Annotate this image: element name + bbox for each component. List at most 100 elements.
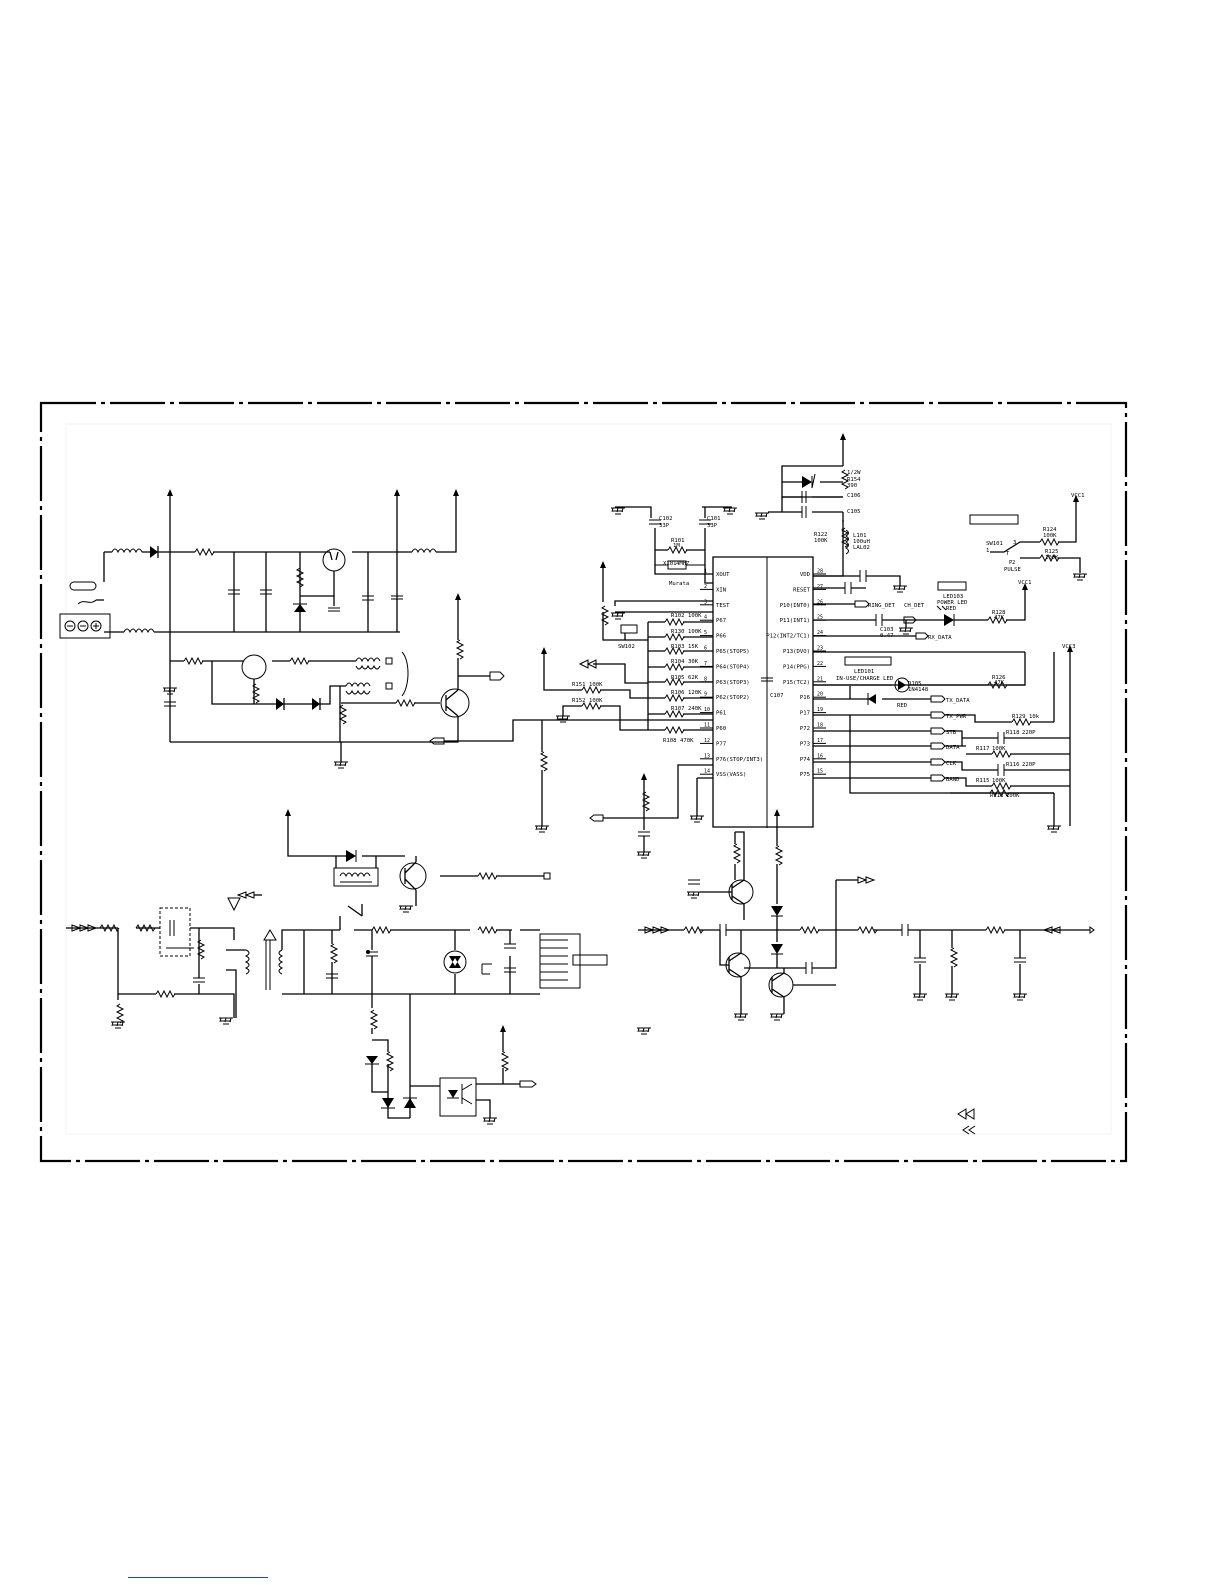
r128-label: R128	[992, 610, 1006, 616]
l101-label: L101	[853, 533, 866, 539]
c107-label: C107	[770, 693, 783, 699]
ic-pin-number: 16	[817, 753, 823, 759]
r125-value: 100K	[1045, 555, 1059, 561]
net-clk: CLK	[946, 761, 957, 767]
ic-pin-name: P15(TC2)	[783, 680, 810, 686]
r154-rating: 1/2W	[847, 470, 861, 476]
ic-pin-number: 27	[817, 584, 823, 590]
ic-pin-name: VSS(VASS)	[716, 772, 746, 778]
microcontroller-ic	[712, 556, 814, 828]
sw101-pulse: PULSE	[1004, 567, 1021, 573]
r104-label: R104	[671, 659, 685, 665]
ic-pin-number: 2	[704, 584, 707, 590]
sw101-p: P	[1009, 560, 1013, 566]
ic-pin-name: P72	[800, 726, 810, 732]
r151-value: 100K	[589, 682, 603, 688]
ic-pin-name: P73	[800, 741, 810, 747]
r106-label: R106	[671, 690, 684, 696]
vcc1-label-b: VCC1	[1018, 580, 1031, 586]
c105-label: C105	[847, 509, 860, 515]
ic-pin-number: 10	[704, 707, 710, 713]
r130-label: R130	[671, 629, 684, 635]
page-footer-link[interactable]	[128, 1577, 268, 1578]
r128-value: 47K	[994, 615, 1005, 621]
ic-pin-name: P10(INT0)	[780, 603, 810, 609]
r124-value: 100K	[1043, 533, 1057, 539]
ic-pin-name: P12(INT2/TC1)	[766, 634, 810, 640]
line-interface-section	[66, 891, 608, 1125]
r154-value: 390	[847, 483, 857, 489]
ic-pin-name: P61	[716, 711, 726, 717]
frame-border	[39, 401, 1128, 1163]
power-supply-section	[59, 489, 459, 686]
r118-label: R118	[1006, 730, 1020, 736]
ic-pin-name: P63(STOP3)	[716, 680, 750, 686]
r126-value: 47K	[994, 680, 1005, 686]
net-band: BAND	[946, 777, 960, 783]
r122-value: 100K	[814, 538, 828, 544]
ic-pin-name: P75	[800, 772, 810, 778]
ic-pin-number: 11	[704, 723, 710, 729]
c106-label: C106	[847, 493, 860, 499]
ic-pin-number: 9	[704, 692, 707, 698]
r102-label: R102	[671, 613, 684, 619]
r116-label: R116	[1006, 762, 1019, 768]
ic-pin-name: P11(INT1)	[780, 618, 810, 624]
sw101-pin1: 1	[986, 548, 989, 554]
r118-value: 220P	[1022, 730, 1036, 736]
led101-label: LED101	[854, 669, 874, 675]
c101-label: C101	[707, 516, 720, 522]
net-ring-det: RING_DET	[868, 603, 896, 609]
ic-pin-number: 14	[704, 769, 710, 775]
ic-pin-number: 24	[817, 630, 823, 636]
vcc3-label: VCC3	[1062, 644, 1075, 650]
ic-pin-number: 20	[817, 692, 823, 698]
r113-label: R113	[990, 793, 1003, 799]
c102-label: C102	[659, 516, 672, 522]
sw101-pin3: 3	[1013, 540, 1016, 546]
led101-color: RED	[897, 703, 908, 709]
ic-pin-name: P62(STOP2)	[716, 695, 750, 701]
c103-value: 0.47	[880, 633, 893, 639]
sw102-label: SW102	[618, 644, 635, 650]
r117-label: R117	[976, 746, 989, 752]
net-stb: STB	[946, 730, 957, 736]
r104-value: 30K	[688, 659, 699, 665]
ic-pin-name: P77	[716, 741, 726, 747]
sw101-t: T	[1006, 551, 1010, 557]
charge-control-section	[164, 593, 505, 769]
ic-pin-number: 26	[817, 599, 823, 605]
ic-pin-name: XOUT	[716, 572, 730, 578]
net-tx-data: TX_DATA	[946, 698, 970, 704]
r101-label: R101	[671, 538, 684, 544]
r107-label: R107	[671, 706, 684, 712]
ic-pin-number: 18	[817, 723, 823, 729]
l101-value: 100uH	[853, 539, 870, 545]
ic-pin-number: 22	[817, 661, 823, 667]
x101-value: 4MHZ	[676, 561, 690, 567]
ic-pin-name: P74	[800, 757, 811, 763]
oscillator-section: C102 33P C101 33P R101 1M X101 4MHZ Mura…	[610, 506, 738, 587]
r103-value: 15K	[688, 644, 699, 650]
ic-pin-number: 19	[817, 707, 823, 713]
ic-pin-number: 21	[817, 676, 823, 682]
r108-label: R108	[663, 738, 677, 744]
r117-value: 100K	[992, 746, 1006, 752]
r129-value: 10k	[1029, 714, 1040, 720]
resistor-ladder: R102 100K R130 100K R103 15K R104 30K R1…	[429, 561, 713, 859]
r106-value: 120K	[688, 690, 702, 696]
ic-pin-name: TEST	[716, 603, 730, 609]
ic-pin-name: P66	[716, 634, 726, 640]
led103-label: LED103	[943, 594, 963, 600]
audio-amplifier-section	[638, 809, 1095, 1135]
r126-label: R126	[992, 675, 1005, 681]
ic-pin-number: 25	[817, 615, 823, 621]
net-data: DATA	[946, 745, 960, 751]
reset-circuit: 1/2W R154 390 C106 C105 R122 100K L101 1…	[754, 433, 908, 594]
sw101-label: SW101	[986, 541, 1003, 547]
ic-pin-number: 7	[704, 661, 707, 667]
ic-pin-name: P14(PPG)	[783, 664, 810, 670]
c102-value: 33P	[659, 523, 670, 529]
r154-label: R154	[847, 477, 861, 483]
